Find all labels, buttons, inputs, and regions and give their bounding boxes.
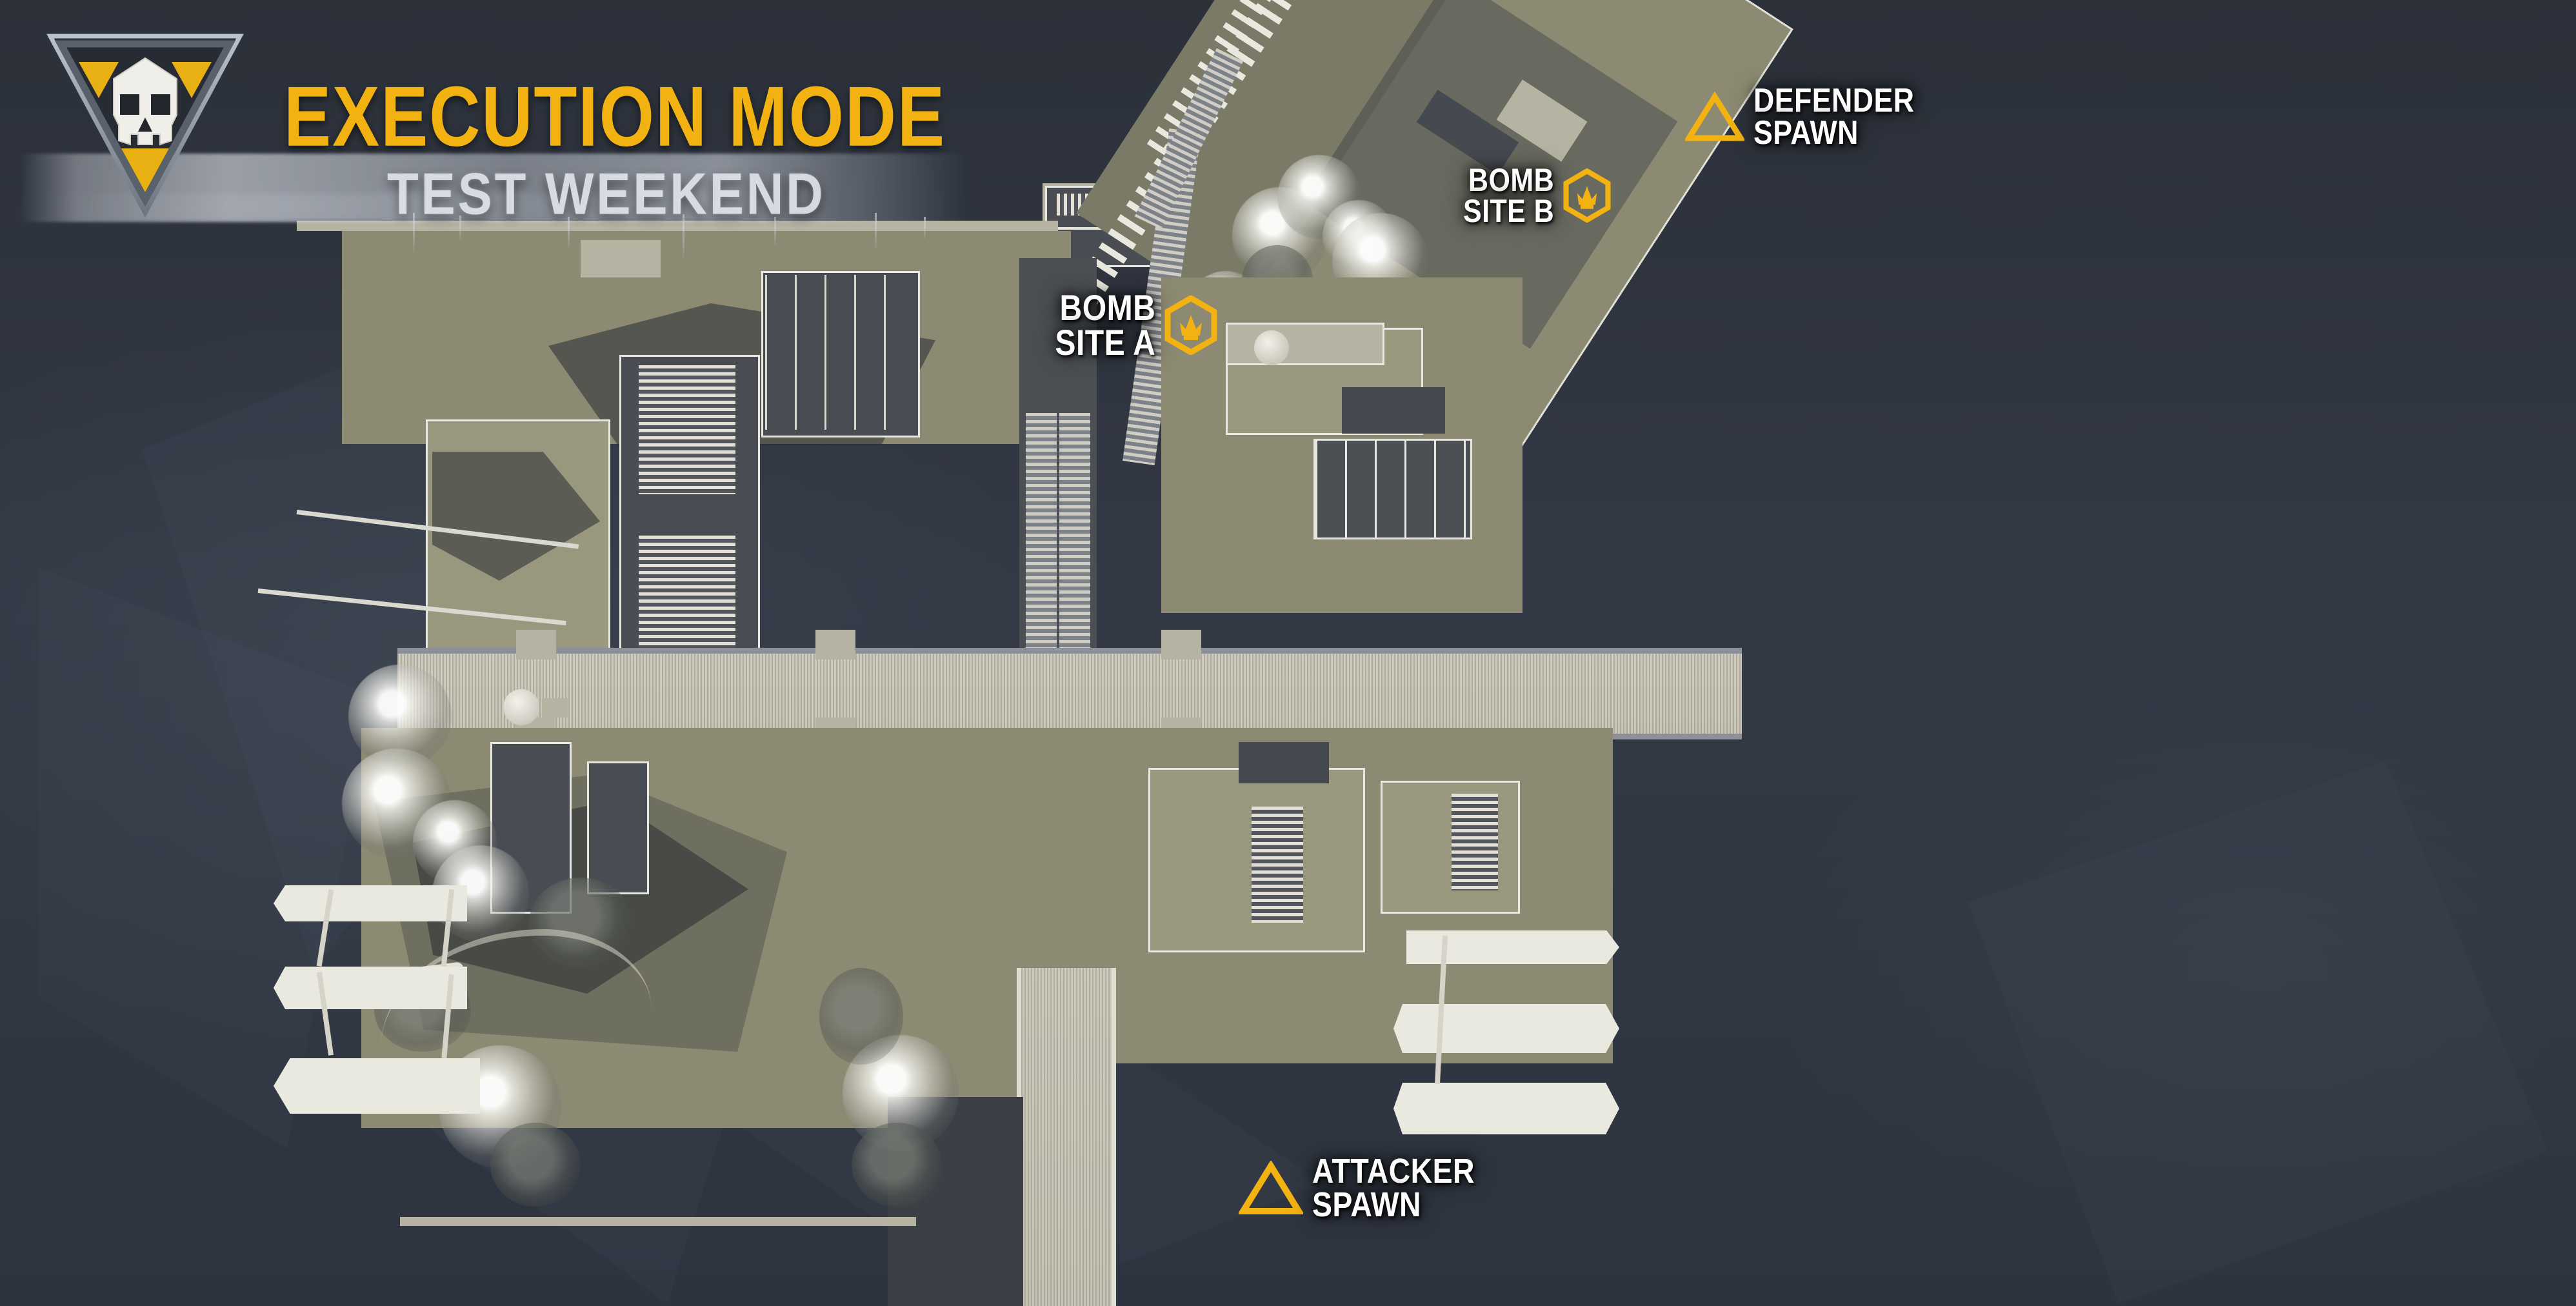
page-subtitle: TEST WEEKEND [387, 161, 826, 226]
map-pier [1393, 1083, 1619, 1134]
map-vent [581, 240, 661, 277]
header: EXECUTION MODE TEST WEEKEND [0, 0, 1097, 262]
map-wall-slab [297, 221, 1058, 231]
marker-label-bomb-site-b: BOMB SITE B [1448, 162, 1555, 229]
map-bridge [397, 648, 1742, 739]
bomb-site-hexagon-icon [1164, 294, 1217, 356]
map-pier [1393, 1004, 1619, 1053]
map-building [1381, 781, 1520, 914]
map-satellite-dish [1254, 330, 1289, 365]
marker-bomb-site-b[interactable]: BOMB SITE B [1448, 162, 1611, 229]
map-stairs [1252, 807, 1303, 923]
marker-label-line2: SPAWN [1312, 1185, 1422, 1224]
paint-drip [568, 217, 570, 250]
map-roof-panel [1342, 387, 1445, 434]
map-bridge-lower [1017, 968, 1116, 1306]
marker-label-line1: DEFENDER [1753, 82, 1915, 119]
marker-label-line2: SITE A [1055, 321, 1156, 363]
map-pier [274, 885, 467, 921]
map-curb [400, 1217, 916, 1226]
spawn-triangle-icon [1237, 1160, 1304, 1216]
map-window-grid [765, 275, 912, 430]
map-bridge-pillar [516, 630, 556, 659]
marker-label-line2: SPAWN [1753, 114, 1859, 152]
map-building [587, 761, 649, 894]
map-tree [819, 968, 903, 1065]
grunge-paint-band-secondary [39, 194, 845, 219]
paint-drip [875, 213, 877, 252]
paint-drip [774, 217, 776, 246]
marker-attacker-spawn[interactable]: ATTACKER SPAWN [1237, 1152, 1501, 1224]
map-path [381, 929, 652, 1129]
page-title: EXECUTION MODE [284, 69, 946, 165]
map-tree [490, 1123, 581, 1207]
map-pier [274, 967, 467, 1009]
grunge-paint-band [19, 154, 968, 222]
paint-drip [683, 214, 684, 262]
marker-label-defender-spawn: DEFENDER SPAWN [1753, 82, 1941, 152]
map-pier [274, 1058, 480, 1114]
map-stairs [639, 365, 735, 494]
marker-bomb-site-a[interactable]: BOMB SITE A [1039, 290, 1217, 360]
map-stairs [1452, 794, 1498, 890]
map-prop [542, 698, 568, 718]
tactical-map[interactable] [257, 0, 1922, 1306]
marker-label-attacker-spawn: ATTACKER SPAWN [1312, 1152, 1501, 1224]
background-shard [1968, 761, 2548, 1303]
paint-drip [924, 217, 926, 240]
paint-drip [459, 216, 461, 241]
skull-triangle-badge-icon [39, 12, 252, 225]
marker-label-line1: BOMB [1059, 287, 1156, 328]
marker-label-line2: SITE B [1463, 193, 1555, 229]
map-satellite-dish [503, 689, 539, 725]
map-tree [852, 1123, 942, 1207]
spawn-triangle-icon [1683, 91, 1746, 143]
paint-drip [413, 213, 415, 254]
map-building [1226, 323, 1384, 365]
map-bridge-pillar [1161, 630, 1201, 659]
map-bridge-pillar [815, 630, 855, 659]
marker-label-line1: BOMB [1468, 162, 1555, 198]
marker-label-bomb-site-a: BOMB SITE A [1039, 290, 1155, 360]
bomb-site-hexagon-icon [1563, 168, 1611, 223]
map-pier [1406, 930, 1619, 964]
map-roof-panel [1239, 742, 1329, 783]
map-window-grid [1313, 439, 1472, 539]
marker-label-line1: ATTACKER [1312, 1152, 1475, 1190]
marker-defender-spawn[interactable]: DEFENDER SPAWN [1683, 82, 1941, 152]
